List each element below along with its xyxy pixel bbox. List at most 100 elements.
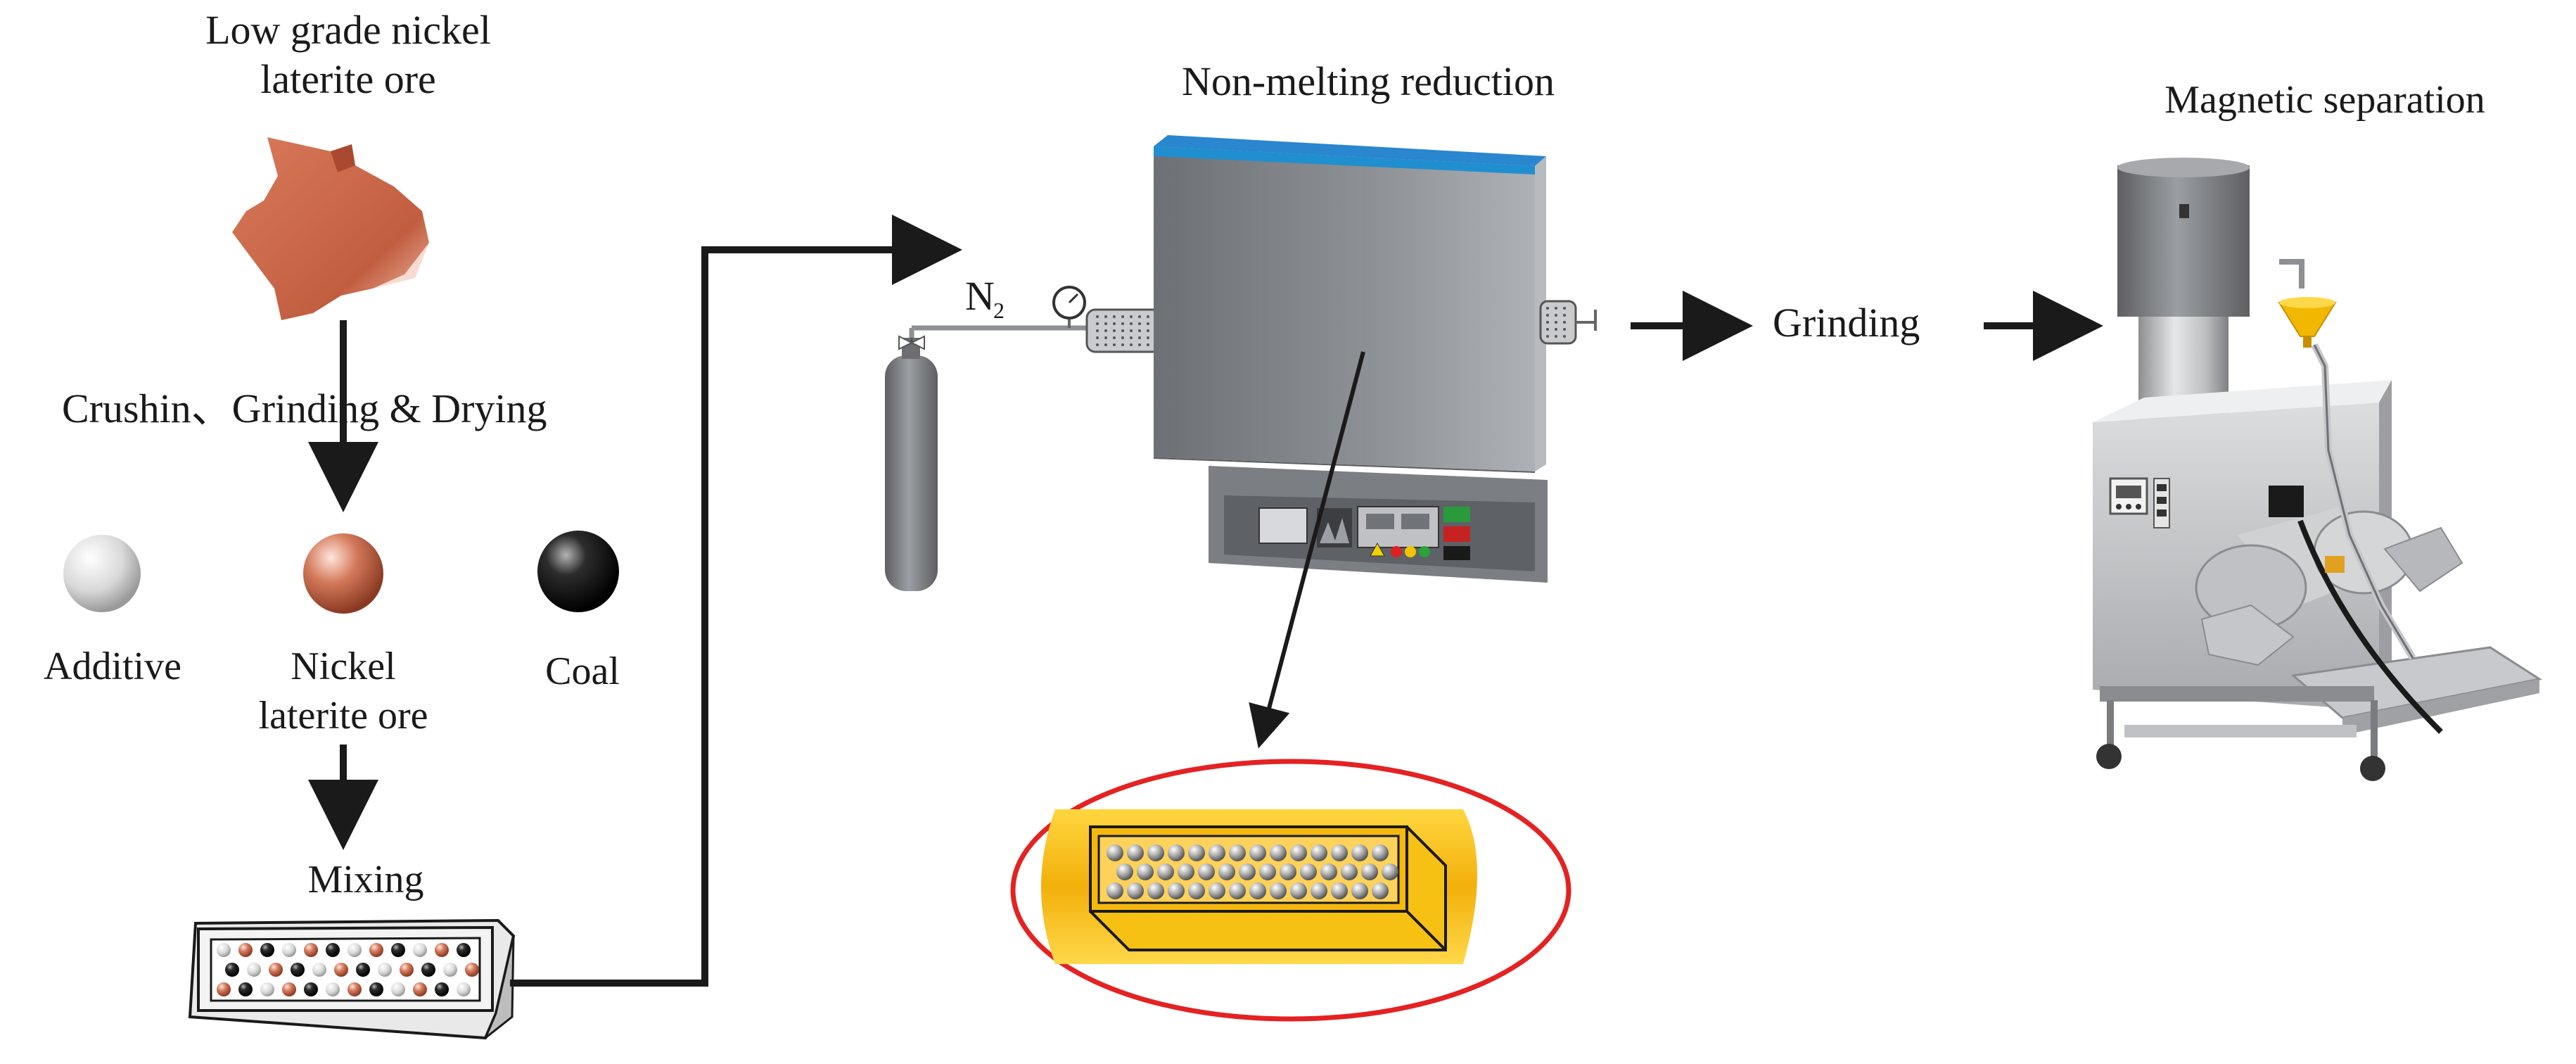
metal-particle: [1331, 882, 1348, 899]
additive-ball-icon: [63, 535, 141, 612]
ore-chunk-icon: [232, 137, 429, 320]
metal-particle: [1137, 863, 1154, 880]
tube-mesh-dot: [1555, 321, 1557, 324]
tube-mesh-dot: [1563, 307, 1566, 310]
nickel-label-line1: Nickel: [291, 645, 395, 688]
tube-mesh-dot: [1138, 336, 1141, 339]
tube-mesh-dot: [1546, 328, 1549, 331]
nickel-ore-ball-icon: [303, 533, 383, 614]
tube-mesh-dot: [1104, 336, 1107, 339]
mix-particle: [413, 943, 427, 957]
metal-particle: [1320, 863, 1337, 880]
tube-mesh-dot: [1113, 336, 1116, 339]
tube-mesh-dot: [1147, 343, 1149, 346]
tube-mesh-dot: [1121, 315, 1124, 318]
gas-label: N: [965, 273, 995, 319]
tube-mesh-dot: [1138, 315, 1141, 318]
tube-mesh-dot: [1113, 329, 1116, 332]
metal-particle: [1372, 882, 1389, 899]
mix-particle: [400, 963, 414, 977]
mix-particle: [217, 982, 231, 996]
tube-mesh-dot: [1104, 343, 1107, 346]
mix-particle: [369, 982, 383, 996]
mix-particle: [443, 963, 457, 977]
tube-mesh-dot: [1113, 315, 1116, 318]
mix-particle: [421, 963, 435, 977]
metal-particle: [1229, 882, 1246, 899]
mix-particle: [260, 982, 274, 996]
mix-particle: [238, 943, 253, 957]
tube-mesh-dot: [1096, 315, 1099, 318]
metal-particle: [1331, 844, 1348, 861]
mix-particle: [465, 963, 479, 977]
tube-mesh-dot: [1555, 314, 1557, 317]
crucible-boat-icon: [1041, 809, 1477, 964]
metal-particle: [1209, 844, 1225, 861]
tube-mesh-dot: [1138, 322, 1141, 325]
mix-particle: [260, 943, 274, 957]
coal-ball-icon: [537, 531, 619, 612]
metal-particle: [1157, 863, 1174, 880]
tube-mesh-dot: [1555, 328, 1557, 331]
metal-particle: [1382, 863, 1398, 880]
metal-particle: [1178, 863, 1194, 880]
metal-particle: [1168, 882, 1185, 899]
additive-label: Additive: [44, 645, 181, 688]
mix-particle: [282, 943, 296, 957]
tube-mesh-dot: [1104, 322, 1107, 325]
tube-mesh-dot: [1563, 335, 1566, 338]
tube-mesh-dot: [1130, 336, 1133, 339]
metal-particle: [1198, 863, 1215, 880]
metal-particle: [1351, 882, 1368, 899]
metal-particle: [1188, 844, 1205, 861]
metal-particle: [1116, 863, 1133, 880]
mix-particle: [457, 982, 471, 996]
magnetic-separator-icon: [2093, 158, 2542, 781]
tube-mesh-dot: [1147, 329, 1149, 332]
mix-particle: [269, 963, 283, 977]
tube-mesh-dot: [1121, 343, 1124, 346]
metal-particle: [1249, 882, 1266, 899]
metal-particle: [1341, 863, 1358, 880]
mix-particle: [435, 943, 449, 957]
tube-mesh-dot: [1138, 343, 1141, 346]
mix-particle: [304, 982, 318, 996]
coal-label: Coal: [545, 650, 620, 693]
arrow-mixing-to-furnace: [510, 215, 962, 987]
tube-mesh-dot: [1096, 336, 1099, 339]
metal-particle: [1290, 844, 1307, 861]
metal-particle: [1218, 863, 1235, 880]
metal-particle: [1229, 844, 1246, 861]
tube-mesh-dot: [1546, 307, 1549, 310]
metal-particle: [1239, 863, 1256, 880]
grinding-label: Grinding: [1773, 300, 1920, 346]
tube-mesh-dot: [1138, 329, 1141, 332]
tube-mesh-dot: [1563, 321, 1566, 324]
separation-title: Magnetic separation: [2164, 78, 2485, 122]
mix-particle: [304, 943, 318, 957]
metal-particle: [1127, 844, 1144, 861]
mix-particle: [326, 982, 340, 996]
metal-particle: [1270, 844, 1287, 861]
mix-particle: [291, 963, 305, 977]
metal-particle: [1168, 844, 1185, 861]
tube-mesh-dot: [1147, 336, 1149, 339]
metal-particle: [1311, 882, 1327, 899]
tube-mesh-dot: [1121, 336, 1124, 339]
tube-mesh-dot: [1113, 322, 1116, 325]
mix-particle: [391, 982, 405, 996]
mix-particle: [312, 963, 326, 977]
metal-particle: [1147, 844, 1164, 861]
mix-particle: [217, 943, 231, 957]
metal-particle: [1351, 844, 1368, 861]
tube-mesh-dot: [1130, 322, 1133, 325]
ore-title-line2: laterite ore: [260, 56, 436, 102]
tube-mesh-dot: [1096, 343, 1099, 346]
metal-particle: [1311, 844, 1327, 861]
metal-particle: [1107, 844, 1123, 861]
mix-particle: [347, 982, 362, 996]
mixing-tray-icon: [188, 918, 516, 1040]
tube-mesh-dot: [1130, 329, 1133, 332]
metal-particle: [1249, 844, 1266, 861]
